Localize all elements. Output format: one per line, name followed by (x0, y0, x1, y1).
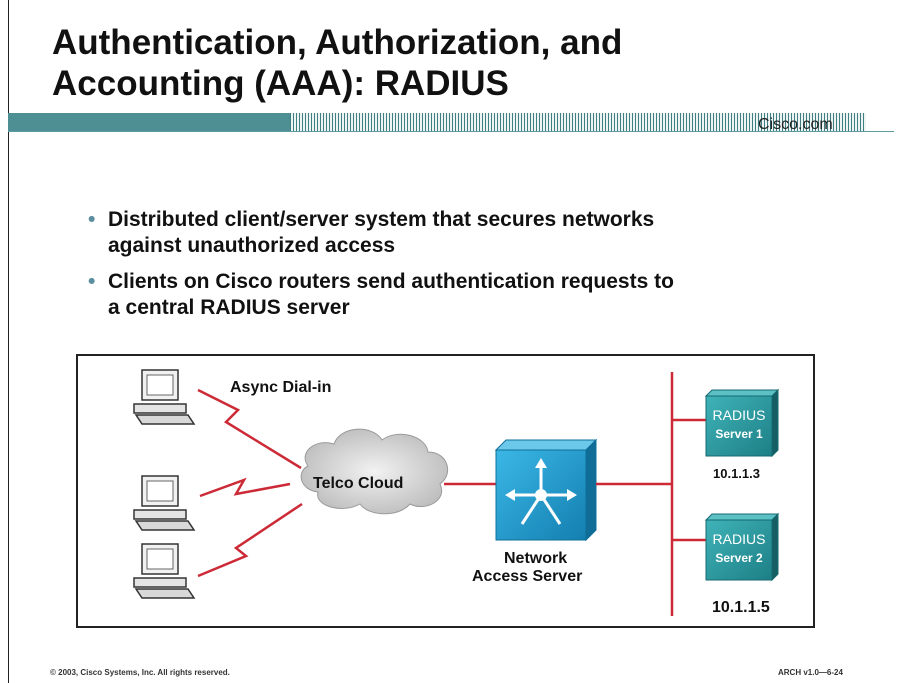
radius-server-1-label-line-1: RADIUS (713, 407, 766, 423)
radius-server-1-icon (704, 388, 780, 458)
dialin-pc-1 (133, 369, 196, 425)
telco-cloud-icon (300, 428, 449, 515)
dialin-links (197, 388, 303, 578)
network-access-server-icon (494, 438, 598, 542)
radius-server-2-label-line-1: RADIUS (713, 531, 766, 547)
bullet-list: • Distributed client/server system that … (88, 207, 868, 331)
radius-server-2-icon (704, 512, 780, 582)
bullet-text-line-1: Distributed client/server system that se… (108, 208, 655, 231)
footer-copyright: © 2003, Cisco Systems, Inc. All rights r… (50, 668, 230, 677)
radius-server-1-label-line-2: Server 1 (715, 427, 763, 441)
slide-title: Authentication, Authorization, and Accou… (52, 22, 852, 104)
bullet-text-line-2: a central RADIUS server (108, 296, 350, 319)
dialin-pc-3 (133, 543, 196, 599)
bullet-text-line-1: Clients on Cisco routers send authentica… (108, 270, 674, 293)
radius-server-1-ip: 10.1.1.3 (713, 466, 760, 481)
left-border-line (8, 0, 9, 683)
nas-label-line-2: Access Server (472, 568, 582, 585)
radius-server-2-label-line-2: Server 2 (715, 551, 763, 565)
diagram-frame (76, 354, 815, 628)
slide-title-line-1: Authentication, Authorization, and (52, 23, 623, 62)
dialin-link-2 (199, 477, 291, 498)
header-tick-pattern (290, 113, 866, 131)
dialin-pc-2 (133, 475, 196, 531)
header-divider (8, 131, 894, 132)
cloud-label: Telco Cloud (313, 475, 403, 492)
slide-title-line-2: Accounting (AAA): RADIUS (52, 64, 509, 103)
dialin-label: Async Dial-in (230, 379, 331, 396)
bullet-item: • Distributed client/server system that … (88, 207, 868, 259)
network-diagram: Async Dial-in Telco Cloud Network Access… (76, 354, 815, 628)
footer-course-code: ARCH v1.0—6-24 (778, 668, 843, 677)
bullet-marker: • (88, 208, 96, 231)
header-bar (8, 113, 290, 131)
bullet-item: • Clients on Cisco routers send authenti… (88, 269, 868, 321)
bullet-text-line-2: against unauthorized access (108, 234, 396, 257)
dialin-link-3 (197, 502, 303, 578)
bullet-marker: • (88, 270, 96, 293)
dialin-link-1 (197, 388, 302, 470)
brand-label: Cisco.com (758, 116, 833, 133)
radius-server-2-ip: 10.1.1.5 (712, 599, 770, 616)
nas-label-line-1: Network (504, 550, 567, 567)
